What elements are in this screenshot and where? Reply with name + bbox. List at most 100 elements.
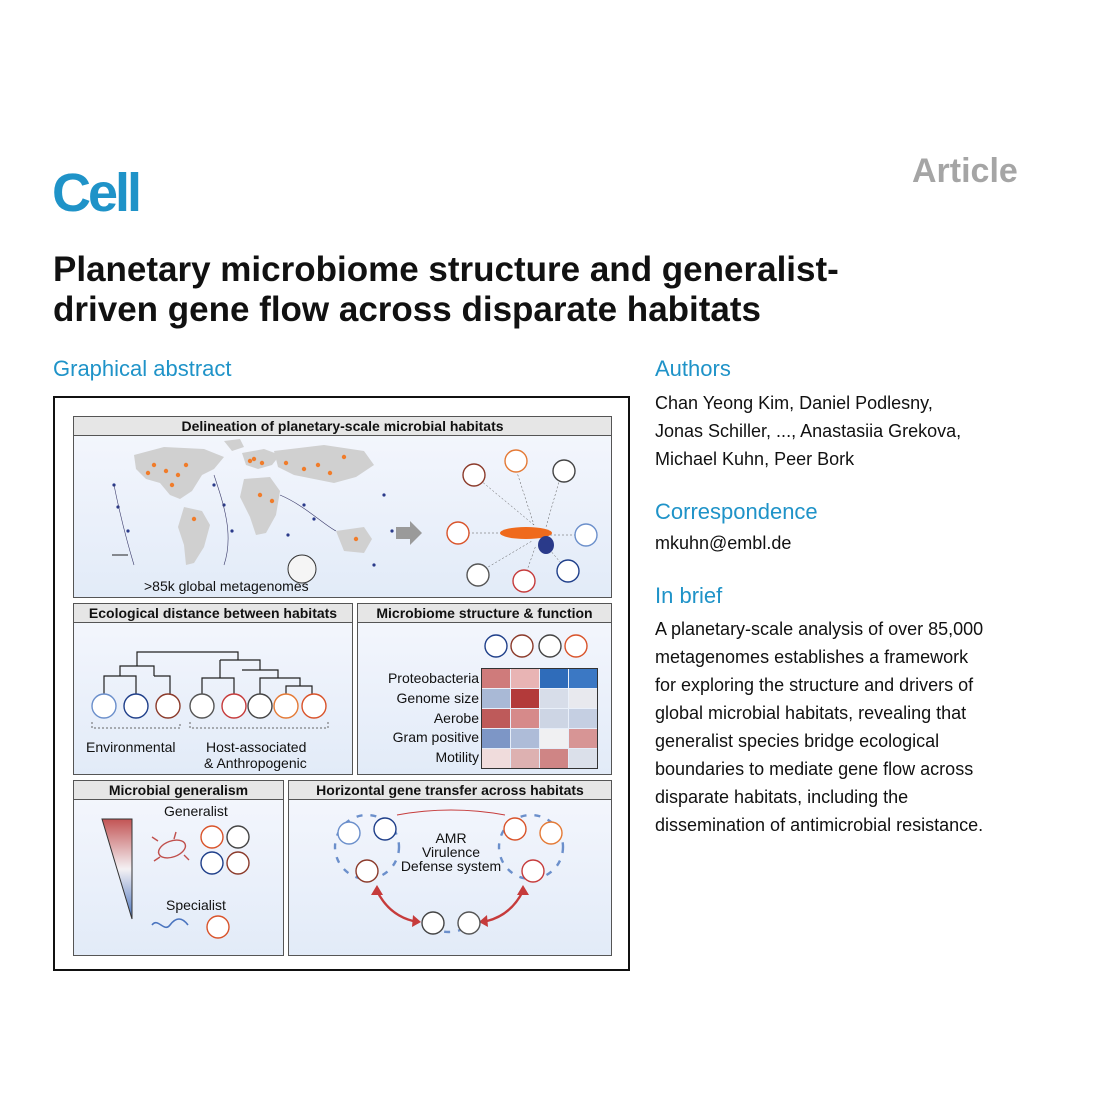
specialist-label: Specialist <box>166 897 226 913</box>
magnifier-icon <box>287 554 317 584</box>
in-brief-line: generalist species bridge ecological <box>655 731 940 751</box>
in-brief-line: global microbial habitats, revealing tha… <box>655 703 967 723</box>
arrowheads <box>371 885 529 927</box>
animal-icon-5 <box>521 859 545 883</box>
panel-habitats-title: Delineation of planetary-scale microbial… <box>74 417 611 436</box>
generalist-label: Generalist <box>164 803 228 819</box>
gut-icon-2 <box>273 693 299 719</box>
transfer-arc <box>396 809 506 816</box>
animal-icon-2 <box>221 693 247 719</box>
map-caption: >85k global metagenomes <box>144 578 309 594</box>
world-map <box>134 439 374 565</box>
heatmap-cell <box>511 749 539 768</box>
freshwater-icon-5 <box>337 821 361 845</box>
heatmap-cell <box>511 689 539 708</box>
human-icon <box>446 521 470 545</box>
host-associated-label: Host-associated <box>206 739 307 755</box>
wastewater-icon <box>552 459 576 483</box>
in-brief-line: boundaries to mediate gene flow across <box>655 759 974 779</box>
marine-icon-2 <box>123 693 149 719</box>
world-map-figure <box>112 439 598 593</box>
generalism-gradient-wedge <box>101 818 133 920</box>
heatmap-cell <box>540 729 568 748</box>
panel-generalism: Microbial generalism <box>73 780 284 956</box>
row-proteobacteria: Proteobacteria <box>387 670 479 686</box>
panel-hgt: Horizontal gene transfer across habitats <box>288 780 612 956</box>
generalism-figure <box>101 818 250 939</box>
heatmap-cell <box>511 669 539 688</box>
heatmap-cell <box>482 669 510 688</box>
article-type: Article <box>912 152 1018 190</box>
in-brief-text: A planetary-scale analysis of over 85,00… <box>655 615 983 839</box>
graphical-abstract: Delineation of planetary-scale microbial… <box>53 396 630 971</box>
defense-system-label: Defense system <box>400 858 502 874</box>
freshwater-icon-2 <box>91 693 117 719</box>
soil-icon-3 <box>510 634 534 658</box>
gut-icon-5 <box>539 821 563 845</box>
heatmap-cell <box>482 709 510 728</box>
wastewater-icon-3 <box>538 634 562 658</box>
built-environment-icon-2 <box>189 693 215 719</box>
human-icon-2 <box>301 693 327 719</box>
paper-title: Planetary microbiome structure and gener… <box>53 250 1043 330</box>
human-icon-6 <box>503 817 527 841</box>
authors-line-1: Chan Yeong Kim, Daniel Podlesny, <box>655 393 933 413</box>
panel-ecological-distance: Ecological distance between habitats <box>73 603 353 775</box>
specialist-microbe-icon <box>151 918 189 929</box>
in-brief-line: A planetary-scale analysis of over 85,00… <box>655 619 984 639</box>
heatmap-cell <box>511 729 539 748</box>
freshwater-icon <box>574 523 598 547</box>
marine-icon-5 <box>373 817 397 841</box>
heatmap-cell <box>540 749 568 768</box>
soil-icon-4 <box>226 851 250 875</box>
graphical-abstract-heading: Graphical abstract <box>53 356 232 381</box>
arrow-right-icon <box>396 521 422 545</box>
habitat-icons <box>91 693 327 719</box>
dendrogram-figure <box>91 651 329 729</box>
panel-structure-function: Microbiome structure & function Proteoba… <box>357 603 612 775</box>
host-bracket <box>189 722 329 729</box>
built-environment-icon <box>466 563 490 587</box>
amr-label: AMR <box>435 830 467 846</box>
sample-points-blue <box>112 483 394 567</box>
in-brief-line: dissemination of antimicrobial resistanc… <box>655 815 984 835</box>
panel-ecological-distance-title: Ecological distance between habitats <box>74 604 352 623</box>
heatmap-border <box>481 668 598 769</box>
in-brief-line: disparate habitats, including the <box>655 787 909 807</box>
wastewater-icon-4 <box>226 825 250 849</box>
correspondence-email[interactable]: mkuhn@embl.de <box>655 533 792 553</box>
heatmap-cell <box>569 749 597 768</box>
ship-tracks <box>113 474 337 566</box>
habitat-network <box>446 449 598 593</box>
soil-icon-5 <box>355 859 379 883</box>
row-genome-size: Genome size <box>396 690 479 706</box>
cluster-orange <box>500 527 552 539</box>
hgt-figure <box>333 809 565 935</box>
heatmap-cell <box>540 709 568 728</box>
sample-points-orange <box>145 454 359 542</box>
heatmap-cell <box>482 729 510 748</box>
row-gram-positive: Gram positive <box>392 729 479 745</box>
heatmap-cell <box>511 709 539 728</box>
heatmap <box>481 668 598 769</box>
authors-line-2: Jonas Schiller, ..., Anastasiia Grekova, <box>655 421 962 441</box>
row-motility: Motility <box>435 749 479 765</box>
marine-icon-4 <box>200 851 224 875</box>
cluster-blue <box>538 536 554 554</box>
authors-heading: Authors <box>655 356 731 381</box>
heatmap-cell <box>482 689 510 708</box>
human-icon-3 <box>564 634 588 658</box>
in-brief-line: for exploring the structure and drivers … <box>655 675 974 695</box>
title-line-1: Planetary microbiome structure and gener… <box>53 250 839 289</box>
soil-icon-2 <box>155 693 181 719</box>
authors-line-3: Michael Kuhn, Peer Bork <box>655 449 855 469</box>
dendrogram <box>103 651 313 694</box>
heatmap-cell <box>569 709 597 728</box>
panel-generalism-title: Microbial generalism <box>74 781 283 800</box>
title-line-2: driven gene flow across disparate habita… <box>53 290 761 329</box>
heatmap-cell <box>482 749 510 768</box>
in-brief-heading: In brief <box>655 583 723 608</box>
panel-structure-function-title: Microbiome structure & function <box>358 604 611 623</box>
marine-icon <box>556 559 580 583</box>
marine-icon-3 <box>484 634 508 658</box>
